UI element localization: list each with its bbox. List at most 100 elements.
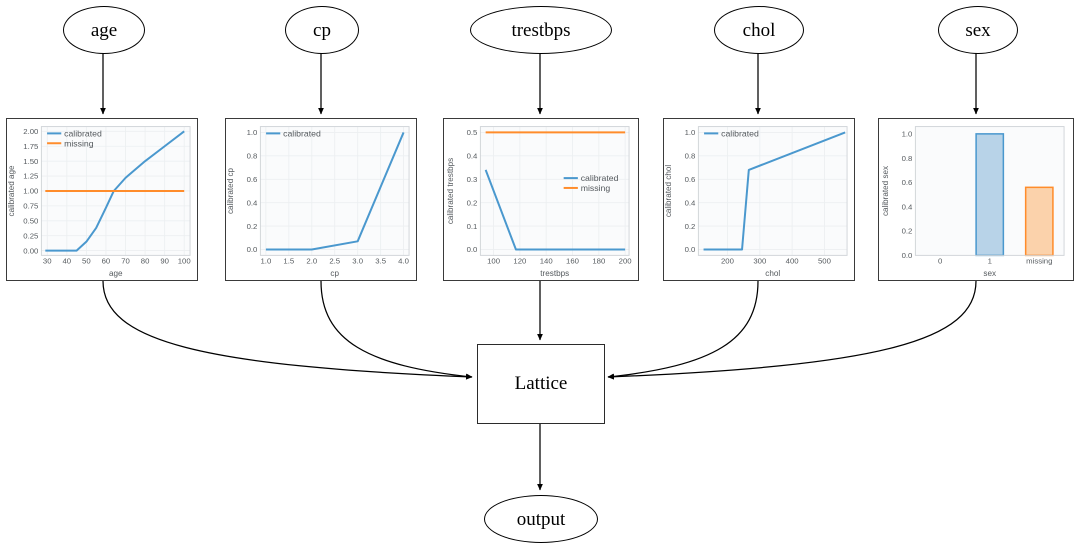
svg-text:0.50: 0.50 <box>23 216 38 225</box>
svg-text:0.0: 0.0 <box>902 251 913 260</box>
node-trestbps-label: trestbps <box>511 19 571 41</box>
svg-text:100: 100 <box>178 256 191 265</box>
series-calibrated <box>484 169 626 251</box>
node-lattice-label: Lattice <box>514 373 568 394</box>
plot-sex: 0.0 0.2 0.4 0.6 0.8 1.0 0 1 missing sex calibrated… <box>879 119 1073 280</box>
svg-text:80: 80 <box>141 256 150 265</box>
svg-text:calibrated age: calibrated age <box>7 165 16 217</box>
svg-text:missing: missing <box>1026 256 1052 265</box>
node-output[interactable]: output <box>484 495 598 543</box>
svg-text:calibrated chol: calibrated chol <box>664 165 673 218</box>
svg-text:calibrated: calibrated <box>581 173 619 183</box>
svg-text:0.4: 0.4 <box>902 202 913 211</box>
svg-text:calibrated: calibrated <box>64 128 102 138</box>
svg-text:0.2: 0.2 <box>685 222 696 231</box>
svg-text:0.3: 0.3 <box>467 175 478 184</box>
svg-text:300: 300 <box>753 256 766 265</box>
edge-cholplot-to-lattice <box>607 280 759 380</box>
svg-text:0.75: 0.75 <box>23 202 38 211</box>
svg-text:500: 500 <box>818 256 831 265</box>
series-calibrated <box>45 130 185 252</box>
svg-text:1.00: 1.00 <box>23 187 38 196</box>
bar-missing <box>1024 186 1054 257</box>
node-output-label: output <box>516 508 566 530</box>
svg-text:0.0: 0.0 <box>247 245 258 254</box>
svg-text:0.0: 0.0 <box>467 245 478 254</box>
svg-text:140: 140 <box>540 256 553 265</box>
svg-text:calibrated: calibrated <box>721 128 759 138</box>
svg-text:100: 100 <box>487 256 500 265</box>
svg-text:trestbps: trestbps <box>540 269 569 278</box>
svg-text:0.8: 0.8 <box>685 152 696 161</box>
svg-text:1.0: 1.0 <box>261 256 272 265</box>
svg-text:calibrated: calibrated <box>283 128 321 138</box>
svg-text:2.0: 2.0 <box>306 256 317 265</box>
svg-text:1.75: 1.75 <box>23 142 38 151</box>
plot-panel-sex[interactable]: 0.0 0.2 0.4 0.6 0.8 1.0 0 1 missing sex calibrated… <box>878 118 1074 281</box>
svg-text:calibrated trestbps: calibrated trestbps <box>446 158 455 224</box>
chart-sex: 0.0 0.2 0.4 0.6 0.8 1.0 0 1 missing sex calibrated… <box>881 126 1065 278</box>
svg-text:1.25: 1.25 <box>23 172 38 181</box>
svg-text:0.8: 0.8 <box>247 152 258 161</box>
series-calibrated <box>265 132 405 251</box>
node-cp-label: cp <box>313 19 331 41</box>
svg-text:0.2: 0.2 <box>902 227 913 236</box>
svg-text:0.00: 0.00 <box>23 246 38 255</box>
node-age-label: age <box>90 19 118 41</box>
edge-ageplot-to-lattice <box>102 280 473 380</box>
svg-text:calibrated cp: calibrated cp <box>226 167 235 214</box>
svg-text:cp: cp <box>330 269 339 278</box>
svg-text:3.0: 3.0 <box>352 256 363 265</box>
svg-text:1.50: 1.50 <box>23 157 38 166</box>
svg-text:50: 50 <box>82 256 91 265</box>
svg-text:2.5: 2.5 <box>329 256 340 265</box>
node-age[interactable]: age <box>63 6 145 54</box>
svg-text:0.4: 0.4 <box>685 198 696 207</box>
svg-text:0.4: 0.4 <box>247 198 258 207</box>
svg-text:sex: sex <box>983 269 996 278</box>
bar-1 <box>975 133 1005 257</box>
svg-text:0.1: 0.1 <box>467 222 478 231</box>
node-chol-label: chol <box>742 19 776 41</box>
svg-text:0.4: 0.4 <box>467 152 478 161</box>
svg-text:0.6: 0.6 <box>902 178 913 187</box>
svg-text:0: 0 <box>938 256 942 265</box>
node-sex[interactable]: sex <box>938 6 1018 54</box>
svg-text:calibrated sex: calibrated sex <box>881 166 890 216</box>
svg-text:0.8: 0.8 <box>902 154 913 163</box>
svg-text:40: 40 <box>63 256 72 265</box>
svg-text:0.6: 0.6 <box>685 175 696 184</box>
svg-text:missing: missing <box>64 138 94 148</box>
node-chol[interactable]: chol <box>714 6 804 54</box>
svg-text:0.0: 0.0 <box>685 245 696 254</box>
svg-text:160: 160 <box>566 256 579 265</box>
svg-text:1.0: 1.0 <box>902 130 913 139</box>
svg-text:400: 400 <box>786 256 799 265</box>
svg-text:3.5: 3.5 <box>375 256 386 265</box>
node-trestbps[interactable]: trestbps <box>470 6 612 54</box>
svg-text:30: 30 <box>43 256 52 265</box>
svg-text:0.2: 0.2 <box>247 222 258 231</box>
svg-text:180: 180 <box>592 256 605 265</box>
svg-text:1.0: 1.0 <box>247 128 258 137</box>
svg-text:1: 1 <box>988 256 992 265</box>
svg-text:0.25: 0.25 <box>23 231 38 240</box>
svg-text:60: 60 <box>102 256 111 265</box>
svg-text:0.2: 0.2 <box>467 198 478 207</box>
node-cp[interactable]: cp <box>285 6 359 54</box>
svg-text:70: 70 <box>121 256 130 265</box>
svg-text:1.5: 1.5 <box>283 256 294 265</box>
node-lattice[interactable]: Lattice <box>477 344 605 424</box>
